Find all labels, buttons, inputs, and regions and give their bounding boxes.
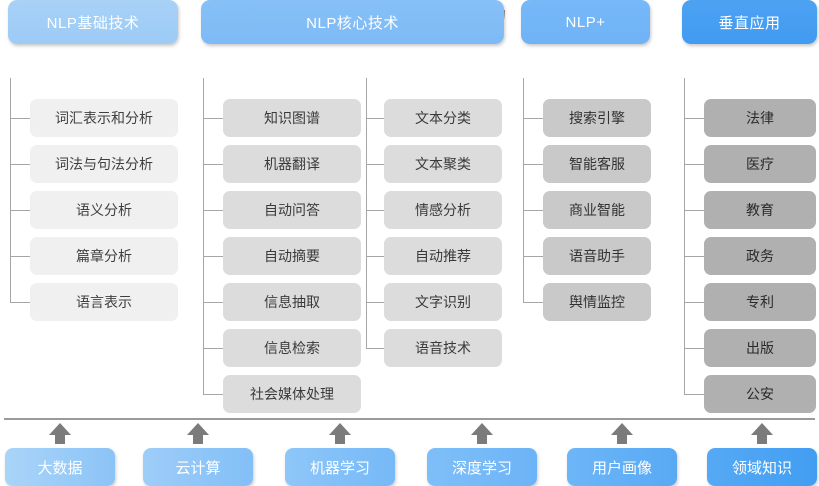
connector-branch xyxy=(366,210,384,211)
node-nlp-core-a-1[interactable]: 机器翻译 xyxy=(223,145,361,183)
arrow-up-icon xyxy=(193,434,203,444)
node-nlp-plus-2[interactable]: 商业智能 xyxy=(543,191,651,229)
header-nlp-basic[interactable]: NLP基础技术 xyxy=(8,0,178,44)
node-nlp-basic-0[interactable]: 词汇表示和分析 xyxy=(30,99,178,137)
connector-branch xyxy=(10,256,30,257)
node-vertical-app-5[interactable]: 出版 xyxy=(704,329,816,367)
connector-branch xyxy=(684,256,704,257)
connector-branch xyxy=(523,164,543,165)
foundation-item-4[interactable]: 用户画像 xyxy=(567,448,677,486)
arrow-up-icon xyxy=(617,434,627,444)
node-vertical-app-1[interactable]: 医疗 xyxy=(704,145,816,183)
connector-branch xyxy=(203,302,223,303)
connector-trunk-vertical-app xyxy=(684,78,685,394)
connector-trunk-nlp-plus xyxy=(523,78,524,302)
connector-branch xyxy=(523,256,543,257)
connector-branch xyxy=(10,118,30,119)
arrow-up-icon xyxy=(49,423,71,435)
node-nlp-plus-0[interactable]: 搜索引擎 xyxy=(543,99,651,137)
arrow-up-icon xyxy=(757,434,767,444)
connector-branch xyxy=(10,210,30,211)
node-nlp-core-a-0[interactable]: 知识图谱 xyxy=(223,99,361,137)
connector-branch xyxy=(366,164,384,165)
foundation-item-3[interactable]: 深度学习 xyxy=(427,448,537,486)
node-nlp-core-b-3[interactable]: 自动推荐 xyxy=(384,237,502,275)
header-vertical-app[interactable]: 垂直应用 xyxy=(682,0,817,44)
node-vertical-app-0[interactable]: 法律 xyxy=(704,99,816,137)
connector-branch xyxy=(203,256,223,257)
arrow-up-icon xyxy=(471,423,493,435)
node-nlp-basic-2[interactable]: 语义分析 xyxy=(30,191,178,229)
connector-trunk-nlp-basic xyxy=(10,78,11,302)
foundation-item-1[interactable]: 云计算 xyxy=(143,448,253,486)
arrow-up-icon xyxy=(335,434,345,444)
node-nlp-core-b-5[interactable]: 语音技术 xyxy=(384,329,502,367)
connector-branch xyxy=(684,394,704,395)
node-nlp-core-b-4[interactable]: 文字识别 xyxy=(384,283,502,321)
node-nlp-plus-4[interactable]: 舆情监控 xyxy=(543,283,651,321)
node-nlp-core-b-1[interactable]: 文本聚类 xyxy=(384,145,502,183)
node-vertical-app-2[interactable]: 教育 xyxy=(704,191,816,229)
arrow-up-icon xyxy=(751,423,773,435)
connector-branch xyxy=(366,348,384,349)
node-nlp-core-a-2[interactable]: 自动问答 xyxy=(223,191,361,229)
node-nlp-core-a-5[interactable]: 信息检索 xyxy=(223,329,361,367)
connector-branch xyxy=(203,164,223,165)
header-nlp-core[interactable]: NLP核心技术 xyxy=(201,0,504,44)
foundation-item-2[interactable]: 机器学习 xyxy=(285,448,395,486)
connector-branch xyxy=(366,118,384,119)
connector-branch xyxy=(366,302,384,303)
arrow-up-icon xyxy=(611,423,633,435)
connector-branch xyxy=(203,394,223,395)
connector-trunk-nlp-core-b xyxy=(366,78,367,348)
connector-branch xyxy=(10,164,30,165)
connector-branch xyxy=(523,210,543,211)
node-nlp-core-b-0[interactable]: 文本分类 xyxy=(384,99,502,137)
node-nlp-basic-3[interactable]: 篇章分析 xyxy=(30,237,178,275)
node-vertical-app-3[interactable]: 政务 xyxy=(704,237,816,275)
node-nlp-plus-3[interactable]: 语音助手 xyxy=(543,237,651,275)
node-nlp-basic-4[interactable]: 语言表示 xyxy=(30,283,178,321)
connector-branch xyxy=(203,118,223,119)
connector-branch xyxy=(203,210,223,211)
foundation-baseline xyxy=(4,418,815,420)
connector-branch xyxy=(684,348,704,349)
connector-branch xyxy=(684,164,704,165)
node-vertical-app-6[interactable]: 公安 xyxy=(704,375,816,413)
connector-branch xyxy=(523,302,543,303)
node-nlp-core-b-2[interactable]: 情感分析 xyxy=(384,191,502,229)
connector-branch xyxy=(366,256,384,257)
arrow-up-icon xyxy=(187,423,209,435)
node-nlp-core-a-6[interactable]: 社会媒体处理 xyxy=(223,375,361,413)
connector-trunk-nlp-core-a xyxy=(203,78,204,394)
node-nlp-basic-1[interactable]: 词法与句法分析 xyxy=(30,145,178,183)
arrow-up-icon xyxy=(55,434,65,444)
foundation-item-0[interactable]: 大数据 xyxy=(5,448,115,486)
node-nlp-core-a-4[interactable]: 信息抽取 xyxy=(223,283,361,321)
foundation-item-5[interactable]: 领域知识 xyxy=(707,448,817,486)
arrow-up-icon xyxy=(477,434,487,444)
connector-branch xyxy=(684,210,704,211)
header-nlp-plus[interactable]: NLP+ xyxy=(521,0,650,44)
connector-branch xyxy=(10,302,30,303)
node-nlp-core-a-3[interactable]: 自动摘要 xyxy=(223,237,361,275)
connector-branch xyxy=(203,348,223,349)
connector-branch xyxy=(684,302,704,303)
arrow-up-icon xyxy=(329,423,351,435)
node-nlp-plus-1[interactable]: 智能客服 xyxy=(543,145,651,183)
connector-branch xyxy=(523,118,543,119)
node-vertical-app-4[interactable]: 专利 xyxy=(704,283,816,321)
connector-branch xyxy=(684,118,704,119)
